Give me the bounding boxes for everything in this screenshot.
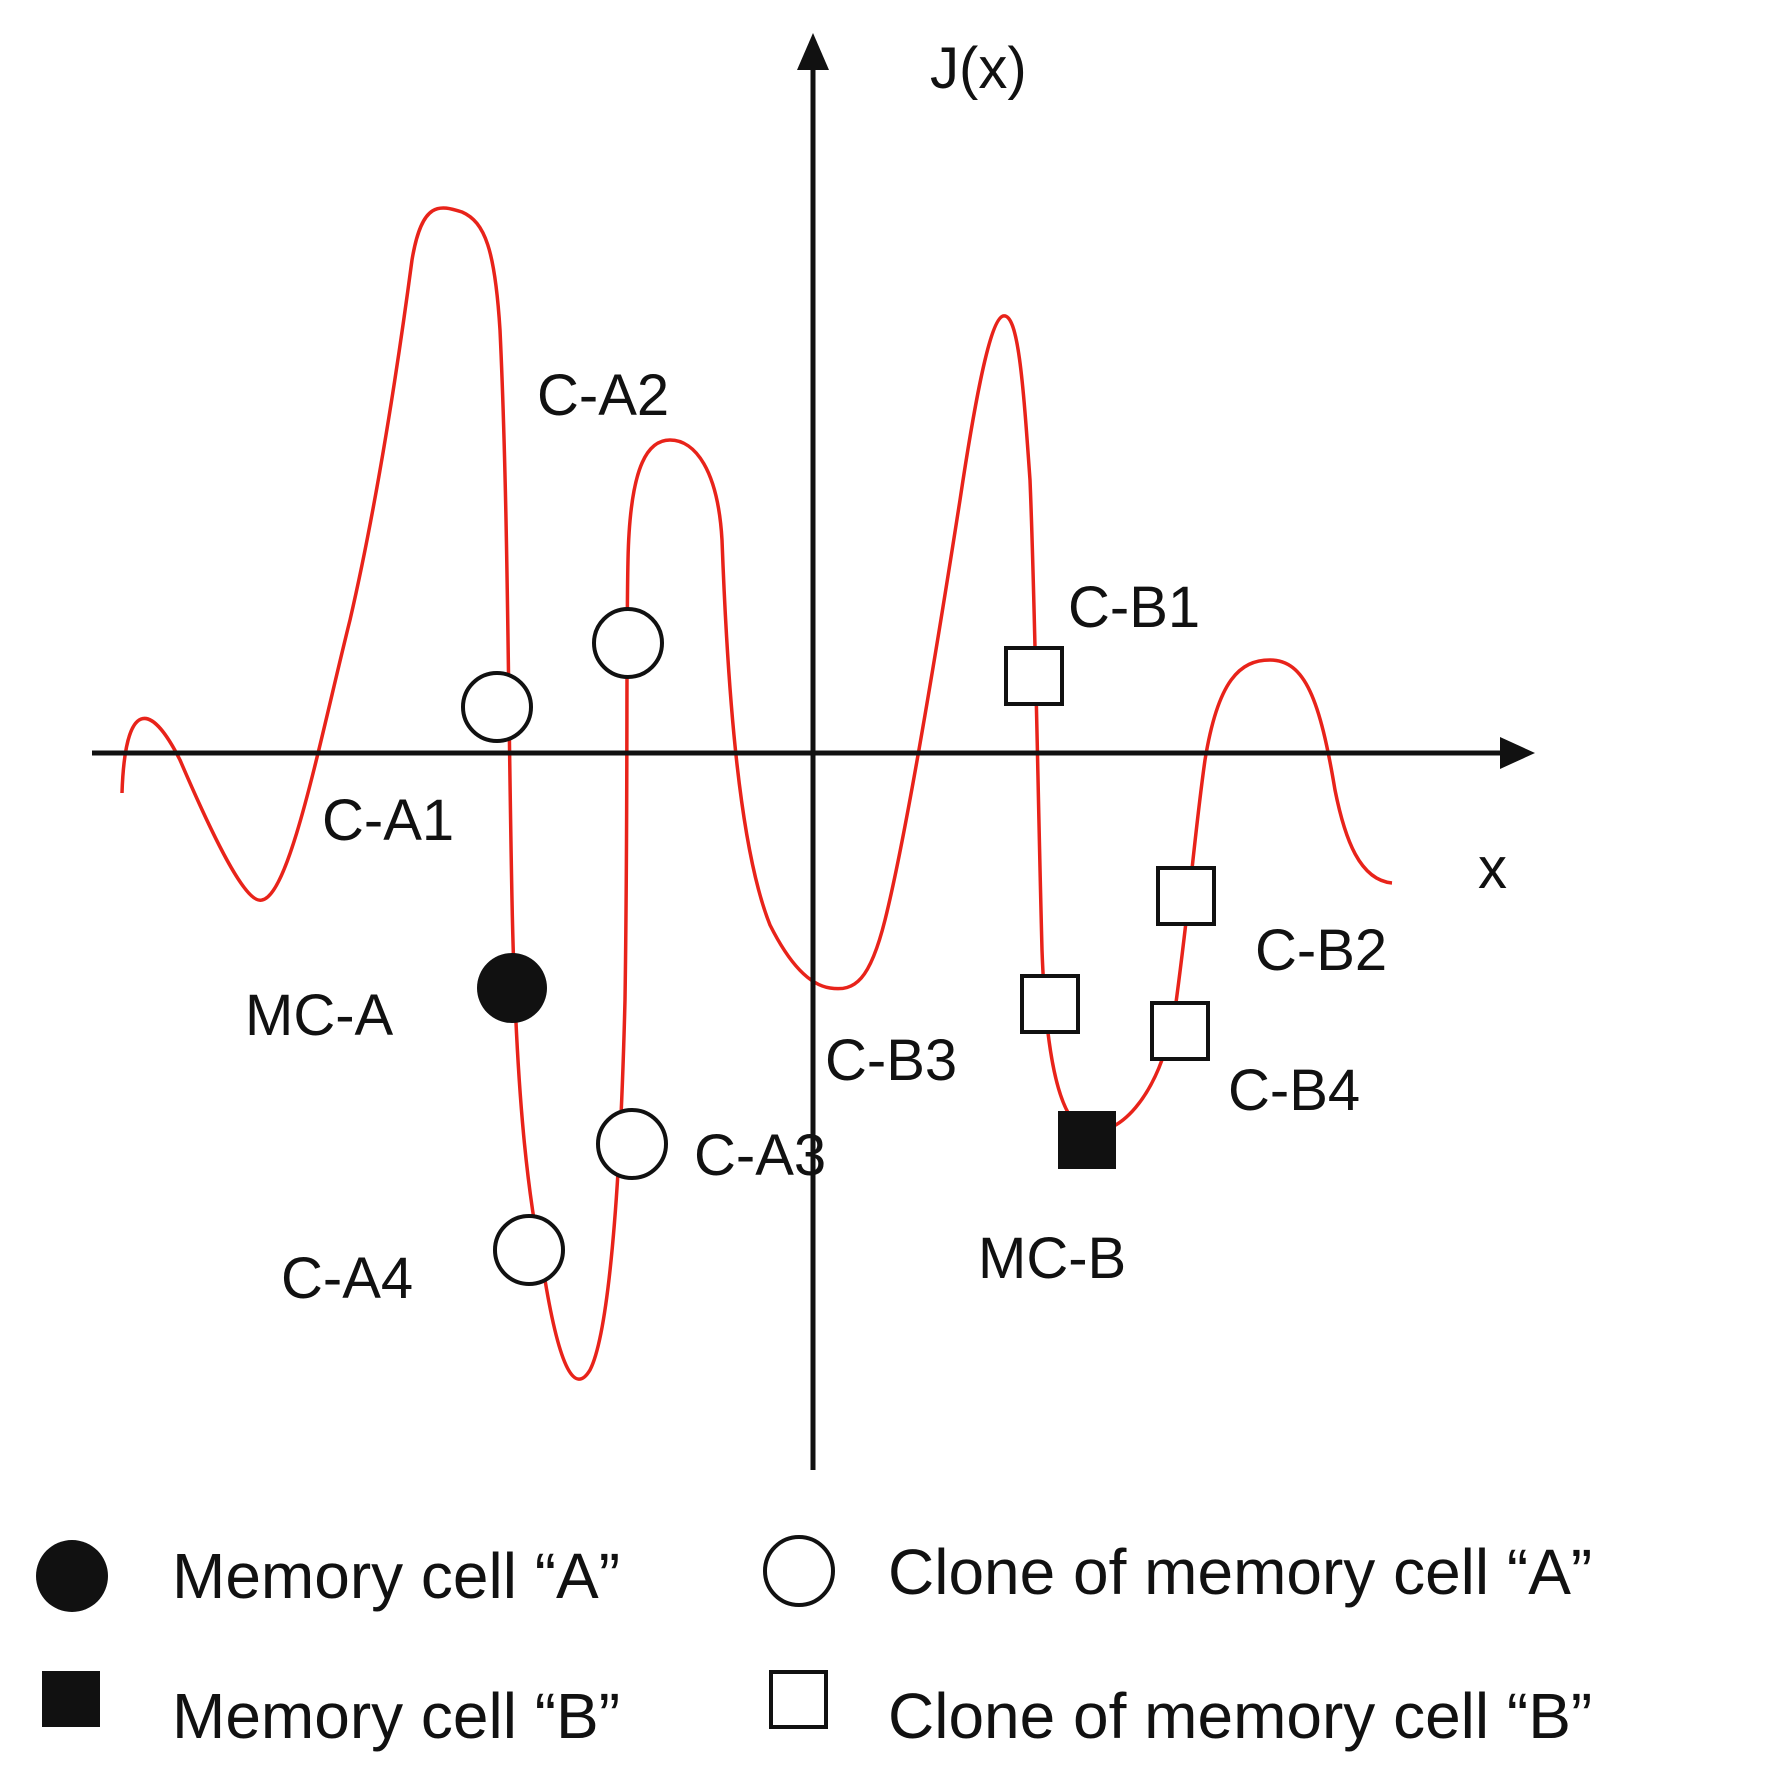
legend: Memory cell “A” Clone of memory cell “A”… — [36, 1535, 1592, 1752]
clone-b3-marker — [1020, 974, 1080, 1034]
x-axis-label: x — [1478, 836, 1507, 901]
legend-clone-b-text: Clone of memory cell “B” — [888, 1680, 1592, 1752]
legend-memory-a-text: Memory cell “A” — [172, 1540, 620, 1612]
clone-a1-marker — [461, 671, 533, 743]
clone-b1-marker — [1004, 646, 1064, 706]
label-c-b2: C-B2 — [1255, 918, 1387, 983]
y-axis-arrowhead — [797, 33, 829, 70]
legend-memory-a-icon — [36, 1540, 108, 1612]
clone-b2-marker — [1156, 866, 1216, 926]
label-c-a3: C-A3 — [694, 1123, 826, 1188]
clone-a2-marker — [592, 607, 664, 679]
clone-b4-marker — [1150, 1001, 1210, 1061]
label-c-b1: C-B1 — [1068, 575, 1200, 640]
label-mc-b: MC-B — [978, 1226, 1126, 1291]
clone-a4-marker — [493, 1214, 565, 1286]
label-c-a2: C-A2 — [537, 363, 669, 428]
clone-a3-marker — [596, 1108, 668, 1180]
label-c-a4: C-A4 — [281, 1246, 413, 1311]
label-c-b3: C-B3 — [825, 1028, 957, 1093]
label-c-b4: C-B4 — [1228, 1058, 1360, 1123]
y-axis-label: J(x) — [930, 36, 1027, 101]
legend-memory-b-text: Memory cell “B” — [172, 1680, 620, 1752]
memory-a-marker — [477, 953, 547, 1023]
legend-clone-a-icon — [763, 1535, 835, 1607]
legend-clone-b-icon — [769, 1670, 828, 1729]
legend-memory-b-icon — [42, 1671, 100, 1727]
label-c-a1: C-A1 — [322, 788, 454, 853]
label-mc-a: MC-A — [245, 983, 394, 1048]
memory-b-marker — [1058, 1111, 1116, 1169]
x-axis-arrowhead — [1500, 737, 1535, 769]
objective-curve — [120, 206, 1393, 1381]
legend-clone-a-text: Clone of memory cell “A” — [888, 1536, 1592, 1608]
